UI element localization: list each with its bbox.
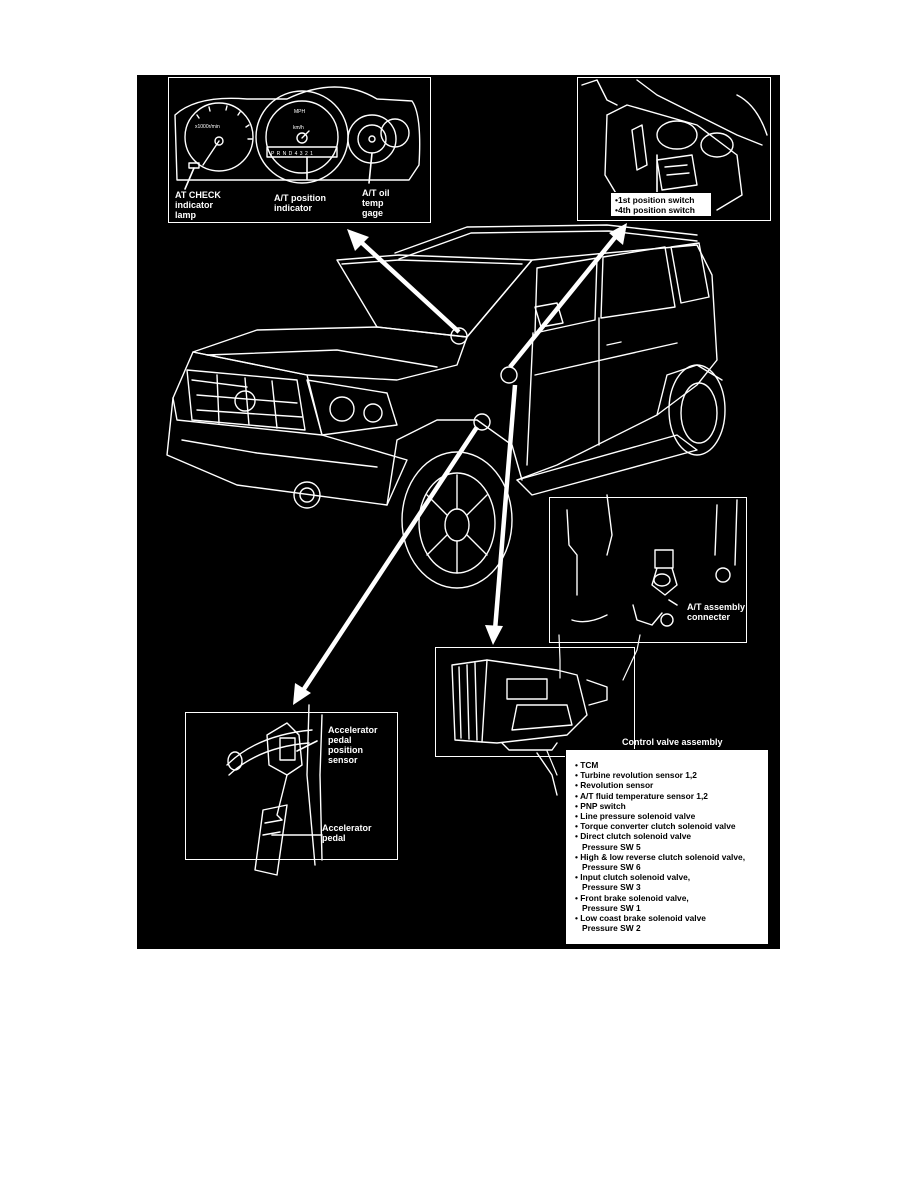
pointer-arrows bbox=[293, 223, 627, 705]
list-item: Pressure SW 2 bbox=[575, 923, 641, 934]
gauge-mph-unit: MPH bbox=[294, 109, 306, 115]
leader-lines bbox=[546, 634, 641, 776]
list-item: Pressure SW 1 bbox=[575, 902, 641, 913]
list-item: • TCM bbox=[575, 760, 599, 770]
list-item: • Front brake solenoid valve, bbox=[575, 892, 689, 903]
list-item: • PNP switch bbox=[575, 800, 626, 811]
position-switch-callout: •1st position switch •4th position switc… bbox=[610, 192, 712, 217]
accelerator-pedal-panel bbox=[185, 712, 398, 860]
control-valve-assembly-title: Control valve assembly bbox=[622, 737, 723, 747]
list-item: Pressure SW 6 bbox=[575, 862, 641, 873]
instrument-cluster-panel bbox=[168, 77, 431, 223]
at-oil-temp-gage-label: A/T oil temp gage bbox=[362, 188, 390, 218]
list-item: • A/T fluid temperature sensor 1,2 bbox=[575, 790, 708, 801]
list-item: • High & low reverse clutch solenoid val… bbox=[575, 851, 746, 862]
connector-illustration bbox=[566, 494, 738, 627]
at-assembly-connector-label: A/T assembly connecter bbox=[687, 602, 746, 622]
line-art bbox=[166, 79, 768, 876]
at-position-indicator-label: A/T position indicator bbox=[274, 193, 326, 213]
list-item: Pressure SW 5 bbox=[575, 841, 641, 852]
transmission-panel bbox=[435, 647, 635, 757]
list-item: • Direct clutch solenoid valve bbox=[575, 831, 692, 842]
component-location-diagram: x1000r/min MPH km/h P R N D 4 3 2 1 AT C… bbox=[137, 75, 780, 949]
list-item: • Low coast brake solenoid valve bbox=[575, 913, 706, 924]
list-item: • Torque converter clutch solenoid valve bbox=[575, 821, 736, 832]
gear-position-display: P R N D 4 3 2 1 bbox=[271, 151, 314, 157]
connector-panel bbox=[549, 497, 747, 643]
at-check-lamp-label: AT CHECK indicator lamp bbox=[175, 190, 221, 220]
cluster-illustration bbox=[174, 86, 421, 190]
accelerator-pedal-position-sensor-label: Accelerator pedal position sensor bbox=[328, 725, 378, 765]
list-item: • Turbine revolution sensor 1,2 bbox=[575, 770, 697, 781]
list-item: • Revolution sensor bbox=[575, 780, 654, 791]
list-item: • Input clutch solenoid valve, bbox=[575, 872, 691, 883]
shifter-panel bbox=[577, 77, 771, 221]
pedal-illustration bbox=[226, 704, 323, 876]
transmission-illustration bbox=[451, 659, 608, 796]
vehicle-illustration bbox=[166, 224, 726, 589]
control-valve-component-list: • TCM • Turbine revolution sensor 1,2 • … bbox=[565, 749, 769, 945]
gauge-rpm-unit: x1000r/min bbox=[195, 124, 220, 130]
list-item: • Line pressure solenoid valve bbox=[575, 811, 696, 822]
accelerator-pedal-label: Accelerator pedal bbox=[322, 823, 372, 843]
shifter-illustration bbox=[581, 79, 768, 211]
gauge-kmh-unit: km/h bbox=[293, 125, 304, 131]
list-item: Pressure SW 3 bbox=[575, 882, 641, 893]
